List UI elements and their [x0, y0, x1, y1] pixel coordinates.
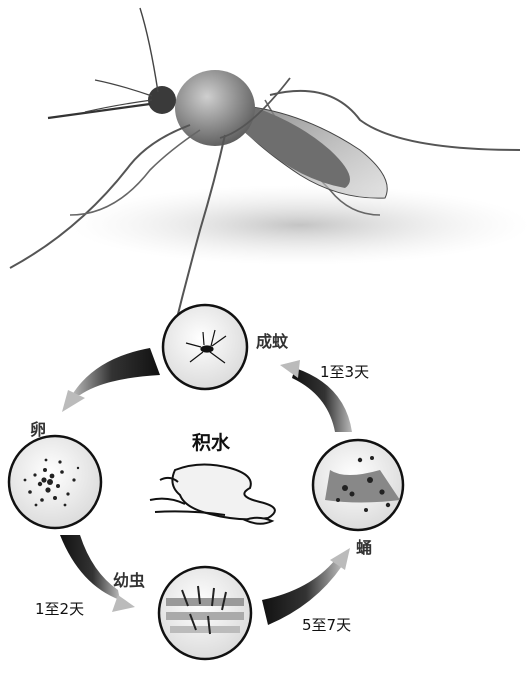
larva-stage-circle: [157, 565, 253, 661]
arrow-pupa-to-adult: [292, 368, 352, 432]
arrow-head-egg: [62, 390, 85, 412]
duration-egg-to-larva: 1至2天: [35, 600, 85, 618]
arrow-larva-to-pupa: [262, 560, 342, 625]
center-label: 积水: [192, 432, 231, 454]
pupa-stage-circle: [311, 438, 405, 532]
stage-label-pupa: 蛹: [356, 538, 373, 557]
arrow-egg-to-larva: [60, 535, 120, 600]
mosquito-illustration: [9, 7, 530, 339]
stage-label-adult: 成蚊: [256, 332, 289, 351]
mosquito-adult-icon: [185, 329, 227, 364]
arrow-adult-to-egg: [72, 348, 160, 395]
mosquito-pupae-icon: [325, 456, 400, 512]
arrow-head-adult: [280, 360, 300, 378]
mosquito-larvae-icon: [166, 585, 244, 635]
arrow-head-larva: [112, 595, 135, 612]
duration-larva-to-pupa: 5至7天: [302, 616, 352, 634]
stage-label-egg: 卵: [30, 420, 47, 439]
egg-stage-circle: [7, 434, 103, 530]
mosquito-eggs-icon: [23, 458, 80, 507]
duration-pupa-to-adult: 1至3天: [320, 363, 370, 381]
water-puddle-icon: [149, 463, 276, 525]
stage-label-larva: 幼虫: [113, 571, 146, 590]
arrow-head-pupa: [330, 548, 350, 570]
adult-stage-circle: [161, 303, 249, 391]
